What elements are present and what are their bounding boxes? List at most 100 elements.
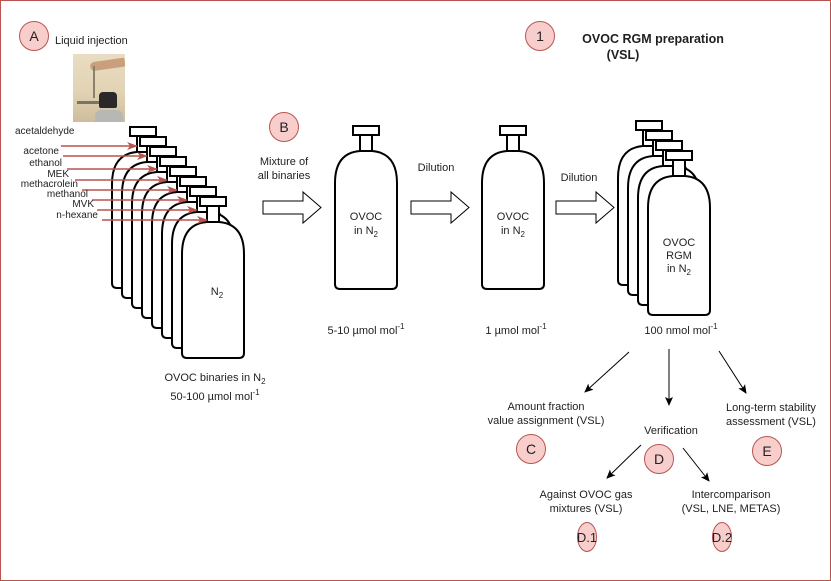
rgm-concentration: 100 nmol mol-1 <box>621 322 741 338</box>
concentration-text: 1 µmol mol <box>485 325 540 337</box>
binaries-concentration: 50-100 µmol mol-1 <box>141 388 289 404</box>
step-badge-d2: D.2 <box>712 522 732 552</box>
badge-label: 1 <box>536 28 544 44</box>
rgm-cylinder <box>647 150 711 316</box>
diluted-cylinder-label-1: OVOC <box>496 211 530 223</box>
label-text: in N <box>666 263 687 275</box>
concentration-sup: -1 <box>710 322 718 331</box>
page-subtitle: (VSL) <box>606 48 640 62</box>
block-arrow-dilution-1 <box>410 190 470 225</box>
mixture-label-line2: all binaries <box>257 170 311 182</box>
cylinder-cap <box>179 176 207 187</box>
rgm-cylinders-stack <box>617 120 711 316</box>
gas-mixtures-label-1: Against OVOC gas <box>539 489 633 501</box>
stability-label-2: assessment (VSL) <box>726 416 816 428</box>
arrow-to-intercomparison <box>682 447 710 482</box>
concentration-text: 50-100 µmol mol <box>170 391 253 403</box>
page-title: OVOC RGM preparation <box>582 32 724 46</box>
dilution-label-2: Dilution <box>560 172 598 184</box>
label-sub: 2 <box>686 268 691 277</box>
block-arrow-dilution-2 <box>555 190 615 225</box>
arrow-to-gas-mixtures <box>606 444 642 479</box>
concentration-sup: -1 <box>397 322 405 331</box>
rgm-cylinder-label-2: RGM <box>666 250 692 262</box>
label-text: in N <box>500 225 521 237</box>
compound-label: ethanol <box>29 158 62 169</box>
cylinder-neck <box>359 134 373 152</box>
arrow-to-value-assignment <box>584 351 630 393</box>
diluted-cylinder-label-2: in N2 <box>483 225 543 239</box>
mixture-concentration: 5-10 µmol mol-1 <box>306 322 426 338</box>
label-sub: 2 <box>520 230 525 239</box>
value-assignment-label-2: value assignment (VSL) <box>487 415 605 427</box>
flow-arrows <box>584 349 747 482</box>
rgm-cylinder-label-1: OVOC <box>662 237 696 249</box>
compound-label: MEK <box>47 169 69 180</box>
cylinder-body <box>181 221 245 359</box>
cylinder-cap <box>645 130 673 141</box>
step-badge-b: B <box>269 112 299 142</box>
step-badge-d1: D.1 <box>577 522 597 552</box>
verification-label: Verification <box>644 425 698 437</box>
concentration-text: 100 nmol mol <box>644 325 711 337</box>
label-text: in N <box>353 225 374 237</box>
cylinder-cap <box>199 196 227 207</box>
cylinder-cap <box>129 126 157 137</box>
concentration-text: 5-10 µmol mol <box>327 325 398 337</box>
binaries-caption: OVOC binaries in N2 <box>141 372 289 386</box>
mixture-cylinder-label-1: OVOC <box>349 211 383 223</box>
mixture-cylinder-label-2: in N2 <box>336 225 396 239</box>
gas-mixtures-label-2: mixtures (VSL) <box>549 503 623 515</box>
step-badge-a: A <box>19 21 49 51</box>
process-arrows <box>262 190 615 225</box>
cylinder-cap <box>189 186 217 197</box>
step-badge-d: D <box>644 444 674 474</box>
liquid-injection-label: Liquid injection <box>55 35 128 47</box>
compound-label: MVK <box>72 199 94 210</box>
diluted-concentration: 1 µmol mol-1 <box>456 322 576 338</box>
compound-label: methacrolein <box>20 179 78 190</box>
cylinder-cap <box>635 120 663 131</box>
n2-text: N <box>210 286 219 298</box>
cylinder-cap <box>149 146 177 157</box>
badge-label: C <box>525 441 537 457</box>
n2-label: N2 <box>197 286 237 300</box>
cylinder-cap <box>169 166 197 177</box>
liquid-injection-photo <box>73 54 125 122</box>
mixture-cylinders <box>334 125 545 290</box>
intercomparison-label-1: Intercomparison <box>691 489 771 501</box>
badge-label: D.2 <box>711 529 733 545</box>
cylinder-cap <box>499 125 527 136</box>
stability-label-1: Long-term stability <box>726 402 816 414</box>
mixture-cylinder <box>334 125 398 290</box>
diluted-cylinder <box>481 125 545 290</box>
badge-label: D <box>653 451 665 467</box>
concentration-sup: -1 <box>539 322 547 331</box>
step-badge-c: C <box>516 434 546 464</box>
caption-sub: 2 <box>261 377 266 386</box>
compound-label: methanol <box>46 189 88 200</box>
cylinder-cap <box>665 150 693 161</box>
compound-label: n-hexane <box>56 210 98 221</box>
cylinder-neck <box>672 159 686 177</box>
badge-label: A <box>29 28 39 44</box>
intercomparison-label-2: (VSL, LNE, METAS) <box>681 503 781 515</box>
compound-label: acetaldehyde <box>15 126 75 137</box>
cylinder-cap <box>159 156 187 167</box>
cylinder-cap <box>655 140 683 151</box>
cylinder-body <box>334 150 398 290</box>
label-sub: 2 <box>373 230 378 239</box>
arrow-to-stability <box>718 350 747 394</box>
n2-sub: 2 <box>218 291 224 300</box>
badge-label: B <box>279 119 289 135</box>
block-arrow-mixture <box>262 190 322 225</box>
cylinder-cap <box>352 125 380 136</box>
concentration-sup: -1 <box>252 388 260 397</box>
badge-label: D.1 <box>576 529 598 545</box>
value-assignment-label-1: Amount fraction <box>507 401 585 413</box>
mixture-label-line1: Mixture of <box>259 156 309 168</box>
dilution-label-1: Dilution <box>417 162 455 174</box>
binary-cylinders-stack <box>111 126 245 359</box>
